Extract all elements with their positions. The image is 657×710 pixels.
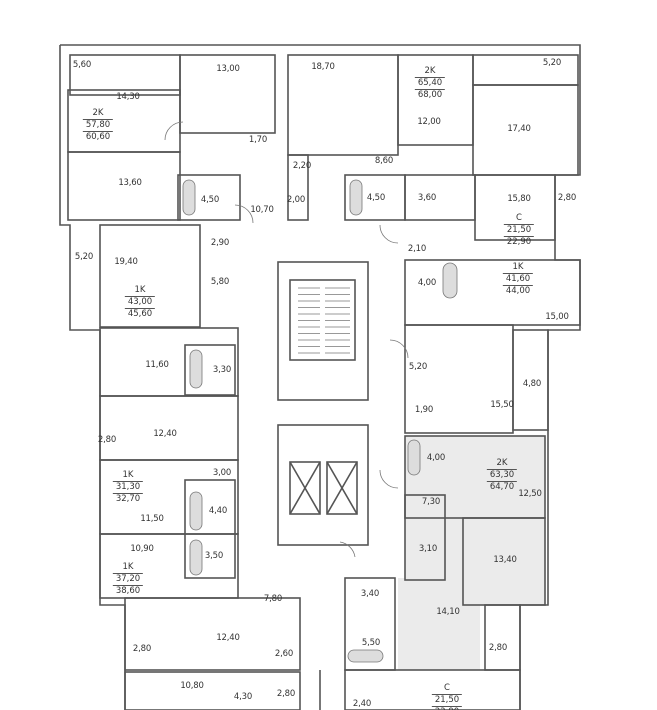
room-area-label: 10,70 — [250, 205, 274, 215]
room-area-label: 3,30 — [212, 365, 232, 375]
apartment-total: 32,70 — [112, 493, 144, 505]
room-area-label: 2,80 — [557, 193, 577, 203]
apartment-living: 31,30 — [112, 481, 144, 493]
apartment-type: 2K — [92, 108, 104, 118]
room-area-label: 18,70 — [311, 62, 335, 72]
room-area-label: 4,30 — [233, 692, 253, 702]
apartment-total: 22,90 — [503, 236, 535, 248]
room-area-label: 5,80 — [210, 277, 230, 287]
room-area-label: 12,50 — [518, 489, 542, 499]
room-area-label: 4,50 — [200, 195, 220, 205]
room-area-label: 3,00 — [212, 468, 232, 478]
room-area-label: 14,10 — [436, 607, 460, 617]
room-area-label: 2,90 — [210, 238, 230, 248]
apartment-living: 37,20 — [112, 573, 144, 585]
apartment-type: C — [444, 683, 450, 693]
room-area-label: 2,40 — [352, 699, 372, 709]
room-area-label: 2,80 — [488, 643, 508, 653]
apartment-type: 2K — [424, 66, 436, 76]
room-area-label: 4,50 — [366, 193, 386, 203]
room-area-label: 2,10 — [407, 244, 427, 254]
apartment-living: 21,50 — [431, 694, 463, 706]
room-area-label: 5,60 — [72, 60, 92, 70]
room-area-label: 12,00 — [417, 117, 441, 127]
room-area-label: 5,20 — [408, 362, 428, 372]
apartment-living: 43,00 — [124, 296, 156, 308]
apartment-total: 38,60 — [112, 585, 144, 597]
apartment-total: 44,00 — [502, 285, 534, 297]
room-area-label: 3,50 — [204, 551, 224, 561]
apartment-total: 68,00 — [414, 89, 446, 101]
room-area-label: 11,50 — [140, 514, 164, 524]
apartment-living: 65,40 — [414, 77, 446, 89]
apartment-type: 1K — [122, 562, 134, 572]
room-area-label: 2,80 — [132, 644, 152, 654]
room-area-label: 4,80 — [522, 379, 542, 389]
room-area-label: 17,40 — [507, 124, 531, 134]
room-area-label: 5,50 — [361, 638, 381, 648]
room-area-label: 8,60 — [374, 156, 394, 166]
apartment-living: 41,60 — [502, 273, 534, 285]
room-area-label: 4,00 — [417, 278, 437, 288]
room-area-label: 13,40 — [493, 555, 517, 565]
apartment-type: 1K — [512, 262, 524, 272]
room-area-label: 5,20 — [74, 252, 94, 262]
room-area-label: 3,10 — [418, 544, 438, 554]
room-area-label: 1,70 — [248, 135, 268, 145]
room-area-label: 5,20 — [542, 58, 562, 68]
room-area-label: 10,80 — [180, 681, 204, 691]
room-area-label: 2,00 — [286, 195, 306, 205]
room-area-label: 7,30 — [421, 497, 441, 507]
apartment-total: 22,90 — [431, 706, 463, 710]
room-area-label: 11,60 — [145, 360, 169, 370]
room-area-label: 4,40 — [208, 506, 228, 516]
room-area-label: 10,90 — [130, 544, 154, 554]
room-area-label: 12,40 — [153, 429, 177, 439]
room-area-label: 15,50 — [490, 400, 514, 410]
apartment-living: 63,30 — [486, 469, 518, 481]
apartment-living: 57,80 — [82, 119, 114, 131]
room-area-label: 15,00 — [545, 312, 569, 322]
room-area-label: 15,80 — [507, 194, 531, 204]
room-area-label: 2,20 — [292, 161, 312, 171]
room-area-label: 2,60 — [274, 649, 294, 659]
room-area-label: 2,80 — [276, 689, 296, 699]
room-area-label: 4,00 — [426, 453, 446, 463]
room-area-label: 2,80 — [97, 435, 117, 445]
room-area-label: 12,40 — [216, 633, 240, 643]
room-area-label: 13,00 — [216, 64, 240, 74]
apartment-type: 1K — [122, 470, 134, 480]
room-area-label: 19,40 — [114, 257, 138, 267]
apartment-type: C — [516, 213, 522, 223]
room-area-label: 3,60 — [417, 193, 437, 203]
room-area-label: 1,90 — [414, 405, 434, 415]
apartment-type: 2K — [496, 458, 508, 468]
room-area-label: 14,30 — [116, 92, 140, 102]
apartment-living: 21,50 — [503, 224, 535, 236]
room-area-label: 13,60 — [118, 178, 142, 188]
room-area-label: 3,40 — [360, 589, 380, 599]
apartment-type: 1K — [134, 285, 146, 295]
apartment-total: 60,60 — [82, 131, 114, 143]
apartment-total: 45,60 — [124, 308, 156, 320]
apartment-total: 64,70 — [486, 481, 518, 493]
room-area-label: 7,80 — [263, 594, 283, 604]
